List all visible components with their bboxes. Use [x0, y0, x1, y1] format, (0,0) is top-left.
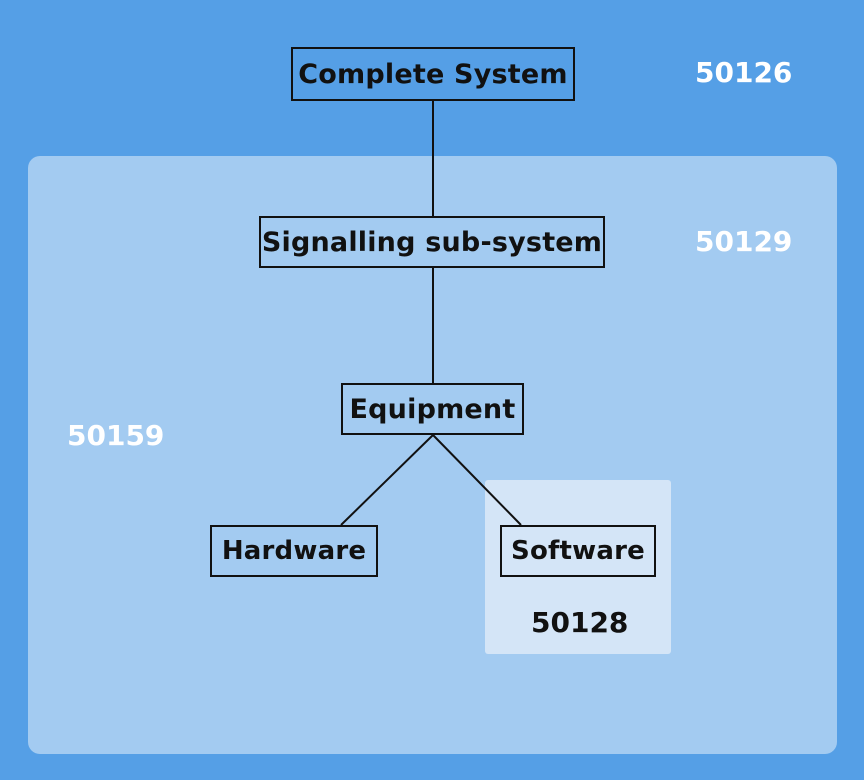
node-hardware: Hardware — [210, 525, 378, 577]
node-software: Software — [500, 525, 656, 577]
node-signalling-subsystem: Signalling sub-system — [259, 216, 605, 268]
edge-equipment-to-hardware — [340, 434, 434, 526]
standard-code-subsystem: 50129 — [695, 225, 793, 258]
standard-code-software: 50128 — [531, 606, 629, 639]
edge-equipment-to-software — [432, 434, 522, 526]
node-complete-system: Complete System — [291, 47, 575, 101]
standard-code-system: 50126 — [695, 56, 793, 89]
node-equipment: Equipment — [341, 383, 524, 435]
standard-code-equipment: 50159 — [67, 419, 165, 452]
